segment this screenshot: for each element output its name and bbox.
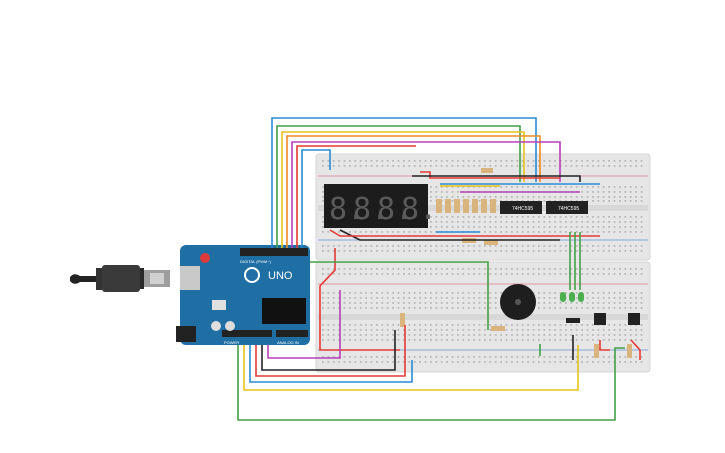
board-brand: UNO bbox=[268, 270, 293, 282]
chip-2-label: 74HC595 bbox=[558, 206, 579, 212]
resistor-bottom-2 bbox=[491, 326, 505, 331]
analog-header bbox=[276, 330, 308, 337]
breadboard-bottom[interactable] bbox=[315, 261, 651, 373]
piezo-buzzer[interactable] bbox=[500, 284, 536, 320]
segment-digit-1: 8. bbox=[329, 192, 365, 227]
led-2 bbox=[569, 292, 575, 302]
breadboard-bottom-holes bbox=[322, 268, 643, 363]
wires[interactable] bbox=[237, 117, 641, 421]
shift-register-2[interactable]: 74HC595 bbox=[546, 201, 588, 214]
segment-digit-4: 8. bbox=[401, 192, 437, 227]
usb-cable[interactable] bbox=[70, 265, 170, 292]
shift-register-1[interactable]: 74HC595 bbox=[500, 201, 542, 214]
power-header bbox=[222, 330, 272, 337]
chip-1-label: 74HC595 bbox=[512, 206, 533, 212]
slide-switch[interactable] bbox=[566, 318, 580, 323]
atmega-chip bbox=[262, 298, 306, 324]
led-1 bbox=[560, 292, 566, 302]
digital-label: DIGITAL (PWM~) bbox=[240, 259, 272, 264]
arduino-logo-icon bbox=[244, 267, 260, 283]
analog-label: ANALOG IN bbox=[277, 340, 299, 345]
seven-segment-display[interactable]: 8. 8. 8. 8. bbox=[324, 184, 437, 228]
led-3 bbox=[578, 292, 584, 302]
segment-digit-3: 8. bbox=[377, 192, 413, 227]
segment-digit-2: 8. bbox=[353, 192, 389, 227]
resistor-bottom-4 bbox=[627, 344, 632, 358]
resistor-bottom-3 bbox=[594, 344, 599, 358]
resistor-bottom-1 bbox=[400, 313, 405, 327]
power-label: POWER bbox=[224, 340, 239, 345]
digital-header bbox=[240, 248, 308, 256]
arduino-board[interactable]: UNO DIGITAL (PWM~) POWER ANALOG IN bbox=[176, 245, 310, 345]
push-button-2[interactable] bbox=[628, 313, 640, 325]
reset-button[interactable] bbox=[200, 253, 210, 263]
led-group[interactable] bbox=[560, 292, 584, 302]
push-button-1[interactable] bbox=[594, 313, 606, 325]
